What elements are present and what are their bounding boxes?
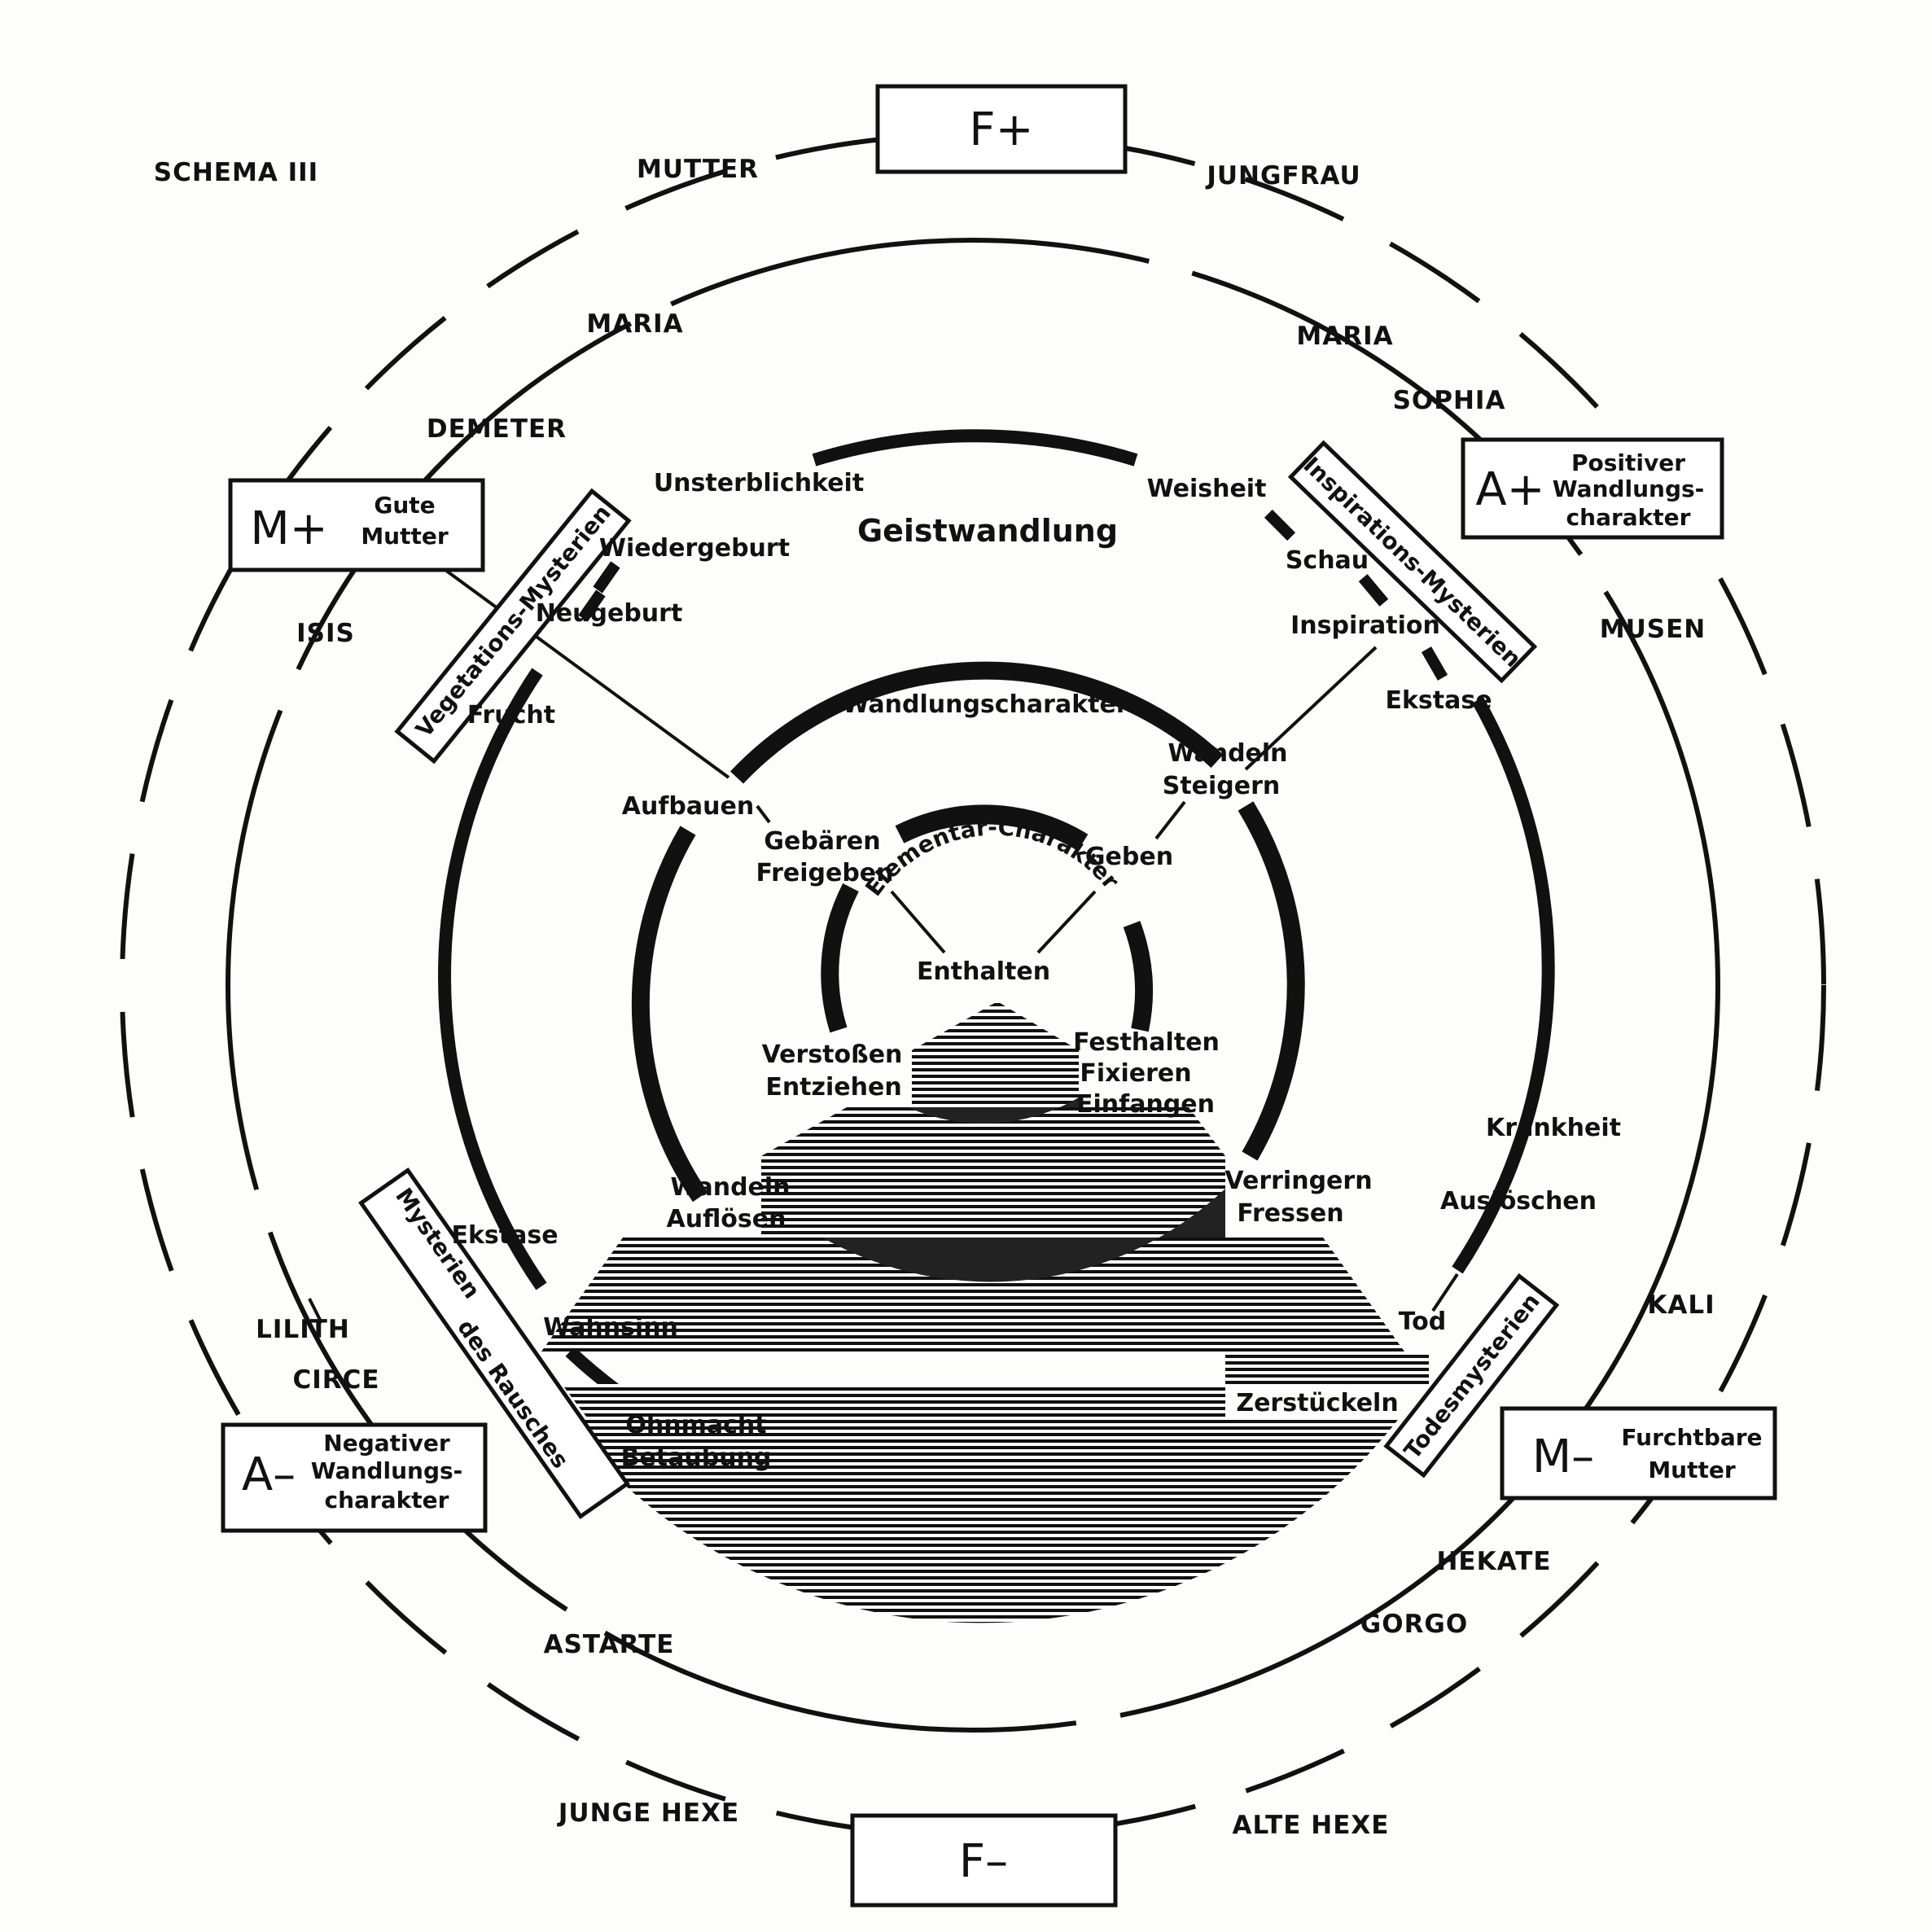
label-wiedergeburt: Wiedergeburt bbox=[599, 534, 790, 563]
label-enthalten: Enthalten bbox=[917, 957, 1050, 986]
label-ausloeschen: Auslöschen bbox=[1440, 1187, 1597, 1216]
label-isis: ISIS bbox=[296, 619, 355, 648]
label-hekate: HEKATE bbox=[1436, 1547, 1551, 1576]
dash-mark bbox=[1422, 646, 1448, 681]
label-wandeln-top: Wandeln bbox=[1168, 739, 1287, 768]
label-kali: KALI bbox=[1647, 1290, 1715, 1320]
label-wandeln-bottom: Wandeln bbox=[670, 1173, 790, 1202]
label-geistwandlung: Geistwandlung bbox=[857, 513, 1118, 549]
outer-arc-left bbox=[445, 672, 541, 1286]
a-plus-pole: A+ Positiver Wandlungs- charakter bbox=[1463, 440, 1722, 537]
label-steigern: Steigern bbox=[1163, 772, 1281, 800]
label-alte-hexe: ALTE HEXE bbox=[1233, 1811, 1390, 1840]
label-astarte: ASTARTE bbox=[544, 1630, 675, 1659]
hatched-lower-structure bbox=[541, 1001, 1429, 1623]
m-minus-symbol: M– bbox=[1532, 1430, 1594, 1483]
label-gebaeren: Gebären bbox=[764, 827, 880, 856]
a-plus-line1: Positiver bbox=[1571, 449, 1685, 476]
elementar-arc-right bbox=[1132, 924, 1144, 1030]
label-sophia: SOPHIA bbox=[1393, 386, 1506, 415]
wandlung-arc-left bbox=[641, 830, 700, 1197]
label-ekstase-right: Ekstase bbox=[1385, 686, 1492, 715]
label-neugeburt: Neugeburt bbox=[536, 599, 683, 628]
m-minus-pole: M– Furchtbare Mutter bbox=[1502, 1408, 1775, 1498]
a-plus-line2: Wandlungs- bbox=[1553, 475, 1705, 502]
a-plus-line3: charakter bbox=[1566, 504, 1691, 531]
wandlung-arc-top bbox=[737, 671, 1217, 778]
m-minus-line2: Mutter bbox=[1648, 1457, 1736, 1483]
m-plus-symbol: M+ bbox=[250, 502, 327, 555]
label-lilith: LILITH bbox=[256, 1315, 350, 1344]
a-minus-pole: A– Negativer Wandlungs- charakter bbox=[223, 1425, 485, 1531]
label-junge-hexe: JUNGE HEXE bbox=[557, 1798, 739, 1828]
label-wahnsinn: Wahnsinn bbox=[543, 1313, 678, 1342]
label-maria-right: MARIA bbox=[1296, 322, 1393, 351]
label-fressen: Fressen bbox=[1237, 1199, 1343, 1228]
label-festhalten: Festhalten bbox=[1073, 1028, 1220, 1057]
label-schau: Schau bbox=[1286, 546, 1369, 575]
dash-mark bbox=[1264, 510, 1295, 541]
label-verringern: Verringern bbox=[1224, 1167, 1372, 1195]
label-unsterblichkeit: Unsterblichkeit bbox=[654, 469, 864, 497]
dash-mark bbox=[1359, 574, 1388, 607]
label-ekstase-left: Ekstase bbox=[451, 1221, 558, 1250]
m-plus-pole: M+ Gute Mutter bbox=[230, 480, 483, 570]
a-minus-line2: Wandlungs- bbox=[311, 1457, 463, 1484]
label-verstossen: Verstoßen bbox=[762, 1040, 903, 1069]
label-gorgo: GORGO bbox=[1360, 1610, 1468, 1639]
label-entziehen: Entziehen bbox=[765, 1073, 901, 1102]
label-demeter: DEMETER bbox=[427, 414, 567, 444]
label-musen: MUSEN bbox=[1600, 615, 1706, 644]
m-minus-line1: Furchtbare bbox=[1621, 1424, 1762, 1451]
label-aufloesen: Auflösen bbox=[667, 1205, 786, 1233]
a-minus-line3: charakter bbox=[325, 1487, 449, 1514]
label-betaeubung: Betäubung bbox=[621, 1444, 772, 1472]
f-minus-label: F– bbox=[959, 1835, 1008, 1888]
label-fixieren: Fixieren bbox=[1080, 1059, 1191, 1088]
label-aufbauen: Aufbauen bbox=[622, 792, 754, 821]
label-mutter: MUTTER bbox=[637, 155, 759, 184]
label-inspiration: Inspiration bbox=[1290, 611, 1440, 640]
label-freigeben: Freigeben bbox=[756, 859, 894, 887]
label-einfangen: Einfangen bbox=[1076, 1090, 1215, 1119]
label-krankheit: Krankheit bbox=[1486, 1114, 1621, 1142]
a-minus-symbol: A– bbox=[242, 1448, 296, 1501]
a-minus-line1: Negativer bbox=[323, 1430, 450, 1457]
a-plus-symbol: A+ bbox=[1475, 463, 1544, 516]
f-plus-pole: F+ bbox=[878, 86, 1125, 172]
m-plus-line2: Mutter bbox=[361, 523, 449, 550]
m-plus-line1: Gute bbox=[374, 492, 435, 519]
label-frucht: Frucht bbox=[467, 701, 555, 729]
f-plus-label: F+ bbox=[969, 103, 1033, 156]
geist-arc-top bbox=[814, 436, 1136, 460]
label-zerstueckeln: Zerstückeln bbox=[1236, 1389, 1398, 1417]
label-circe: CIRCE bbox=[292, 1365, 379, 1395]
outer-arc-right bbox=[1457, 700, 1549, 1270]
wandlung-arc-right bbox=[1246, 806, 1296, 1156]
dash-mark bbox=[593, 561, 620, 593]
label-tod: Tod bbox=[1399, 1308, 1447, 1336]
label-wandlungscharakter: Wandlungscharakter bbox=[842, 690, 1128, 719]
schema-title: SCHEMA III bbox=[154, 158, 318, 187]
label-ohnmacht: Ohnmacht bbox=[625, 1411, 766, 1439]
f-minus-pole: F– bbox=[852, 1816, 1115, 1905]
label-geben: Geben bbox=[1085, 843, 1173, 871]
label-jungfrau: JUNGFRAU bbox=[1205, 161, 1360, 191]
label-weisheit: Weisheit bbox=[1147, 475, 1267, 503]
elementar-arc-left bbox=[830, 887, 851, 1030]
label-maria-left: MARIA bbox=[586, 309, 683, 339]
